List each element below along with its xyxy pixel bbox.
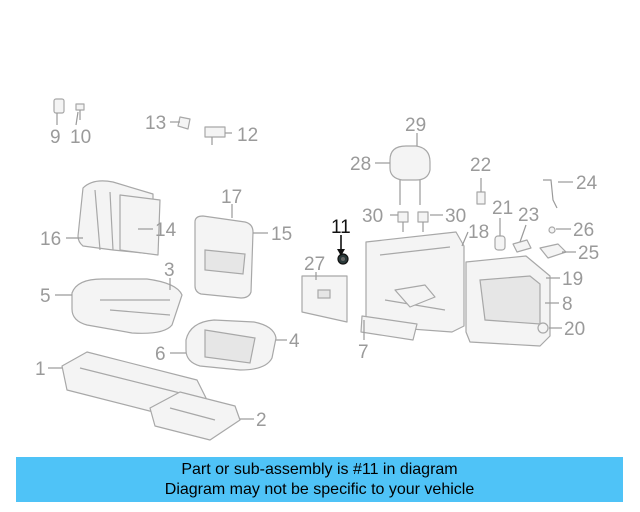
part-2-seat-frame	[149, 391, 241, 441]
callout-23: 23	[518, 205, 539, 226]
part-7-frame-bracket	[360, 315, 418, 341]
part-16-seat-back	[77, 180, 161, 256]
leader-lines	[48, 111, 576, 420]
callout-27: 27	[304, 254, 325, 275]
info-banner: Part or sub-assembly is #11 in diagram D…	[16, 457, 623, 502]
callout-30-left: 30	[362, 206, 383, 227]
part-6-seat-cushion	[185, 319, 277, 371]
callout-8: 8	[562, 294, 573, 315]
callout-15: 15	[271, 224, 292, 245]
callout-9: 9	[50, 127, 61, 148]
part-23-latch	[512, 239, 532, 253]
part-11-fastener	[337, 253, 349, 265]
part-28-headrest	[389, 145, 431, 205]
callout-13: 13	[145, 113, 166, 134]
part-22-clip	[476, 191, 486, 205]
callout-3: 3	[164, 260, 175, 281]
callout-labels: 9 10 13 12 16 14 17 15 3 5 6 4 1 2 27 11…	[35, 113, 599, 431]
callout-12: 12	[237, 125, 258, 146]
part-12-latch	[204, 126, 226, 145]
banner-line-disclaimer: Diagram may not be specific to your vehi…	[164, 480, 475, 498]
callout-28: 28	[350, 154, 371, 175]
callout-2: 2	[256, 410, 267, 431]
part-5-seat-cushion	[71, 278, 183, 334]
part-20-bolt	[537, 322, 549, 334]
part-21-cap	[494, 235, 506, 251]
callout-26: 26	[573, 220, 594, 241]
part-19-seat-back-frame-right	[465, 255, 551, 347]
callout-4: 4	[289, 331, 300, 352]
callout-14: 14	[155, 220, 177, 241]
callout-19: 19	[562, 269, 583, 290]
callout-25: 25	[578, 243, 599, 264]
callout-22: 22	[470, 155, 491, 176]
part-26-clip	[548, 226, 556, 234]
part-10-clip	[75, 103, 85, 120]
callout-21: 21	[492, 198, 513, 219]
callout-24: 24	[576, 173, 598, 194]
callout-6: 6	[155, 344, 166, 365]
banner-line-part: Part or sub-assembly is #11 in diagram	[181, 460, 458, 478]
part-15-seat-back-center	[194, 215, 254, 299]
part-25-bezel	[539, 243, 567, 259]
part-9-clip	[53, 98, 65, 114]
callout-16: 16	[40, 229, 61, 250]
callout-7: 7	[358, 342, 369, 363]
part-18-seat-back-frame	[365, 231, 465, 333]
part-13-bracket	[177, 116, 191, 130]
callout-1: 1	[35, 359, 46, 380]
callout-20: 20	[564, 319, 585, 340]
callout-5: 5	[40, 286, 51, 307]
callout-11: 11	[331, 217, 351, 238]
callout-30-right: 30	[445, 206, 466, 227]
part-24-strap	[543, 179, 558, 209]
callout-10: 10	[70, 127, 91, 148]
part-30-guide-left	[397, 211, 409, 232]
callout-17: 17	[221, 187, 242, 208]
callout-29: 29	[405, 115, 426, 136]
part-27-bracket	[301, 275, 348, 323]
callout-18: 18	[468, 222, 489, 243]
part-30-guide-right	[417, 211, 429, 232]
